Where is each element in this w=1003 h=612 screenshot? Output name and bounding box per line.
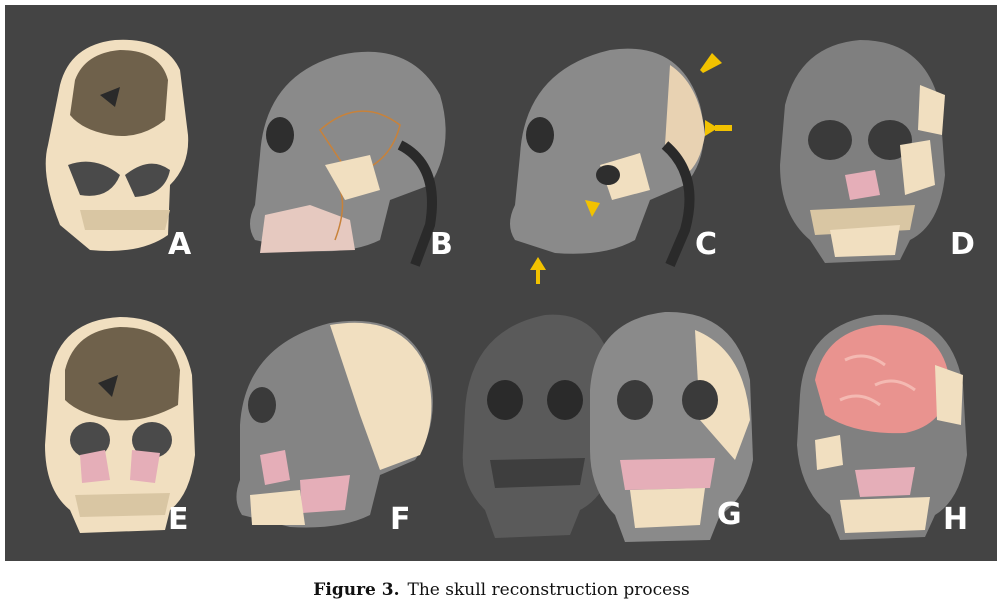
panel-label-c: C	[695, 227, 718, 262]
lateral-skull-illustration	[250, 51, 446, 267]
comparison-skulls-illustration	[462, 311, 753, 542]
lateral-skull-arrows-illustration	[510, 48, 732, 284]
skull-fragments-illustration	[45, 39, 189, 251]
panel-label-h: H	[943, 502, 969, 537]
figure-panel: A B	[5, 5, 997, 561]
reconstructed-skull-illustration	[45, 317, 195, 533]
lateral-reconstructed-illustration	[236, 320, 433, 528]
panel-d: D	[750, 25, 990, 295]
panel-f: F	[230, 305, 470, 575]
translucent-skull-illustration	[780, 40, 945, 263]
panel-label-d: D	[950, 227, 975, 262]
panel-e: E	[20, 305, 260, 575]
panel-label-b: B	[430, 227, 453, 262]
panel-label-f: F	[390, 502, 411, 537]
panel-c: C	[500, 25, 740, 295]
arrow-icon	[530, 53, 732, 284]
panel-label-a: A	[168, 227, 192, 262]
panel-g: G	[455, 300, 755, 570]
caption-label: Figure 3.	[313, 580, 400, 600]
panel-a: A	[20, 25, 260, 295]
panel-label-e: E	[168, 502, 189, 537]
skull-with-brain-illustration	[797, 314, 967, 540]
panel-h: H	[785, 305, 1003, 575]
panel-b: B	[240, 25, 480, 295]
panel-label-g: G	[717, 497, 742, 532]
figure-caption: Figure 3. The skull reconstruction proces…	[0, 580, 1003, 600]
caption-text: The skull reconstruction process	[407, 580, 690, 600]
